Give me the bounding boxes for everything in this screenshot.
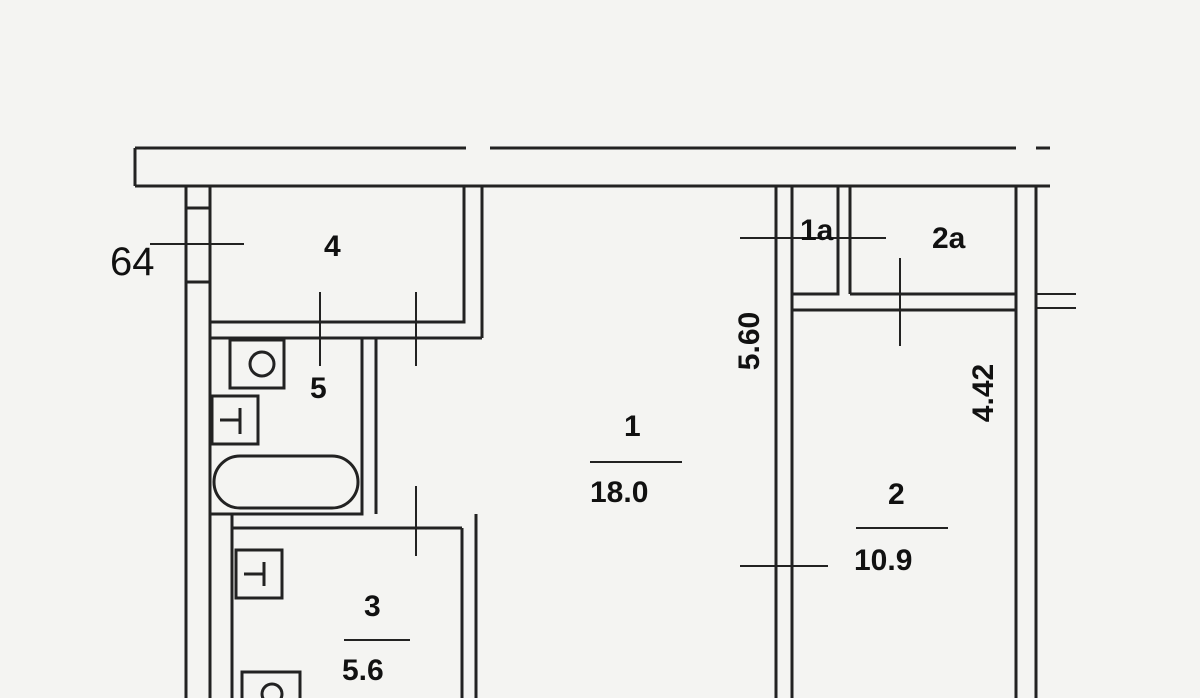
room-3-number: 3 xyxy=(364,590,381,623)
room-2a-number: 2a xyxy=(932,222,966,255)
top-facade xyxy=(133,146,1050,188)
room-1-number: 1 xyxy=(624,410,641,443)
room-5-number: 5 xyxy=(310,372,327,405)
room-2-number: 2 xyxy=(888,478,905,511)
room-3-area: 5.6 xyxy=(342,654,384,687)
door-marks xyxy=(150,243,417,556)
kitchen-sink-fixture xyxy=(240,670,302,698)
room-1-length-dimension: 5.60 xyxy=(733,311,766,371)
room-4-number: 4 xyxy=(324,230,341,263)
room-1a-number: 1a xyxy=(800,214,834,247)
room-5-outline xyxy=(208,336,364,516)
room-2-area: 10.9 xyxy=(854,544,913,577)
fraction-bars xyxy=(344,461,948,641)
room-1a-outline xyxy=(790,184,840,296)
bathtub-fixture xyxy=(212,454,360,510)
side-mark: 64 xyxy=(110,240,155,284)
toilet-fixture xyxy=(210,394,260,446)
room-1-area: 18.0 xyxy=(590,476,649,509)
sink-fixture xyxy=(228,338,286,390)
stove-fixture xyxy=(234,548,284,600)
left-wall xyxy=(184,186,212,698)
room-2-length-dimension: 4.42 xyxy=(967,363,1000,423)
